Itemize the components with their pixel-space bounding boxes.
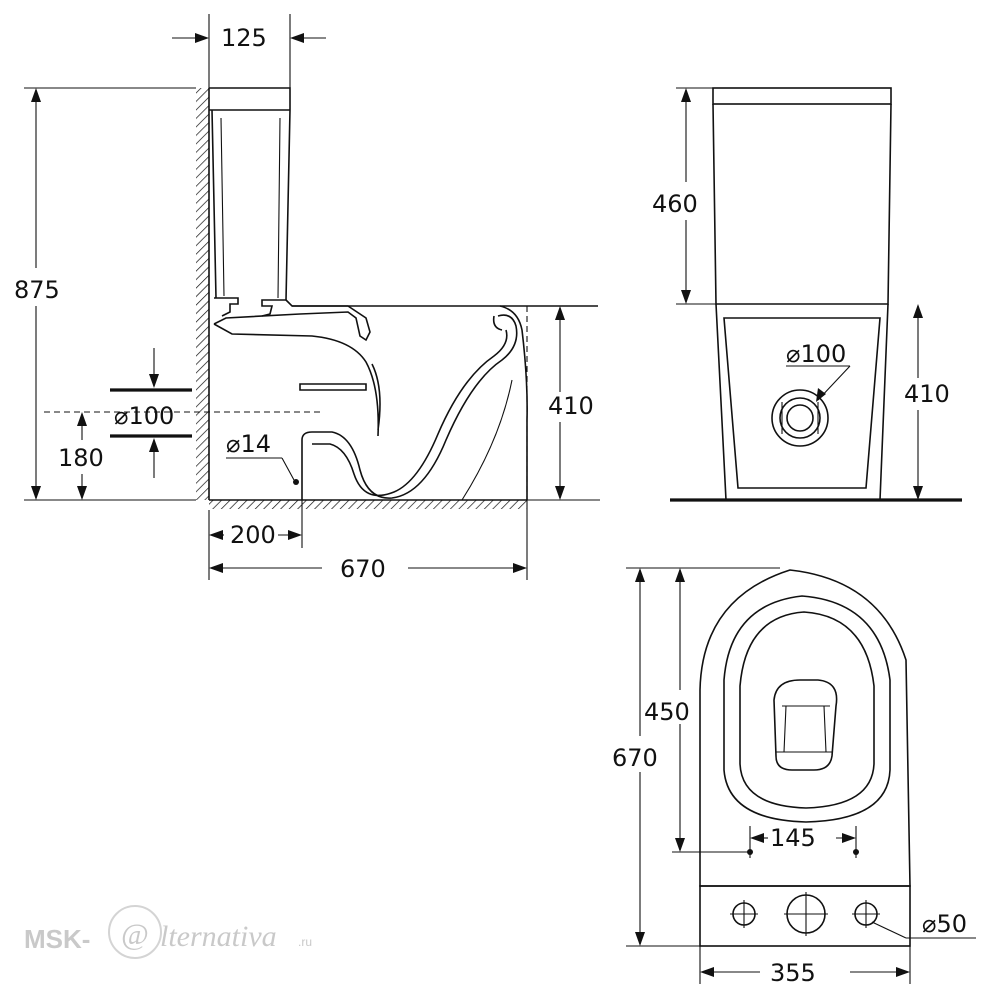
top-waterhole: [773, 679, 838, 771]
top-seat-outer: [723, 595, 891, 823]
rear-outlet-inner: [786, 404, 814, 432]
top-rear-panel: [699, 885, 911, 947]
top-waterhole-inner: [776, 705, 832, 753]
dim-side-bowl-height: 410: [548, 392, 594, 420]
flush-connector: [214, 297, 286, 317]
rear-bowl-inner: [723, 317, 881, 489]
rear-tank-body: [712, 103, 892, 305]
rear-outlet-diameter: ⌀100: [786, 340, 846, 368]
dim-inlet-offset: 200: [230, 521, 276, 549]
svg-text:@: @: [121, 918, 149, 951]
top-seat-inner: [739, 611, 875, 809]
dim-total-height: 875: [14, 276, 60, 304]
inlet-diameter-label: ⌀14: [226, 430, 271, 458]
svg-text:lternativa: lternativa: [160, 920, 277, 953]
svg-text:.ru: .ru: [298, 935, 312, 949]
side-view: ⌀100 ⌀14 125 875 180: [14, 14, 600, 583]
siphon-trap: [301, 314, 518, 500]
dim-hole-spacing: 145: [770, 824, 816, 852]
side-outlet-diameter: ⌀100: [114, 402, 174, 430]
cistern-inner: [220, 117, 281, 299]
rear-view: ⌀100 460 410: [652, 87, 962, 502]
bowl-rim-inner: [213, 323, 381, 437]
rear-outlet-outer: [771, 389, 829, 447]
top-view: ⌀50 145 450 670 355: [612, 567, 976, 987]
siphon-ledge: [299, 383, 367, 391]
top-outline: [699, 569, 911, 887]
floor-hatch: [209, 500, 527, 509]
dim-outlet-height: 180: [58, 444, 104, 472]
dim-tank-depth: 125: [221, 24, 267, 52]
dim-top-length: 670: [612, 744, 658, 772]
rear-outlet-mid: [779, 397, 821, 439]
wall-hatch: [196, 88, 209, 500]
siphon-trap-inner: [312, 329, 508, 497]
dim-rear-bowl-height: 410: [904, 380, 950, 408]
rear-bowl-body: [715, 303, 889, 501]
dim-rear-tank-height: 460: [652, 190, 698, 218]
rim-lip: [492, 305, 528, 500]
dim-seat-length: 450: [644, 698, 690, 726]
svg-text:MSK-: MSK-: [24, 924, 90, 954]
bowl-outer-curve: [461, 379, 513, 501]
dim-side-length: 670: [340, 555, 386, 583]
dim-top-width: 355: [770, 959, 816, 987]
top-hole-diameter: ⌀50: [922, 910, 967, 938]
watermark-logo: MSK- @ lternativa .ru: [24, 905, 312, 959]
rear-tank-lid: [712, 87, 892, 105]
